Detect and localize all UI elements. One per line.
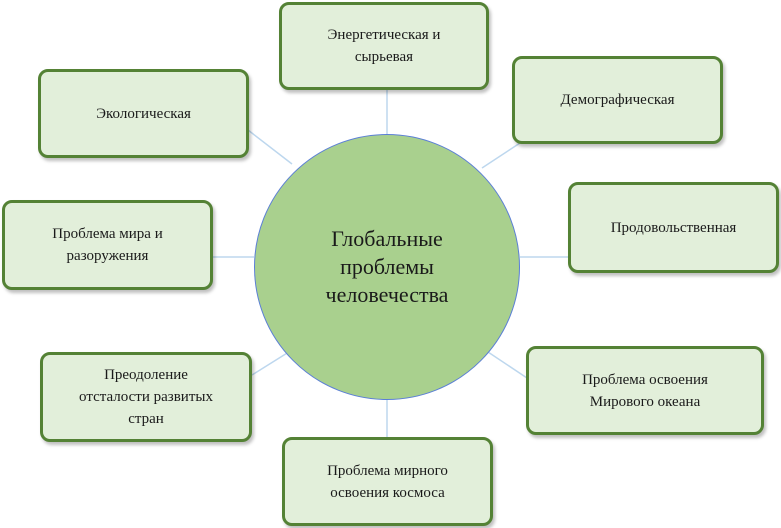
node-peace-label: Проблема мира и разоружения	[52, 226, 163, 264]
node-space: Проблема мирного освоения космоса	[282, 437, 493, 526]
node-food-label: Продовольственная	[610, 219, 737, 236]
connector-ocean	[481, 347, 531, 381]
connector-backwardness	[251, 349, 293, 376]
node-space-label: Проблема мирного освоения космоса	[327, 462, 448, 501]
node-ecological: Экологическая	[38, 69, 249, 158]
node-demographic: Демографическая	[512, 56, 723, 144]
node-energy: Энергетическая и сырьевая	[279, 2, 489, 90]
node-food: Продовольственная	[568, 182, 779, 273]
node-backwardness-label: Преодоление отсталости развитых стран	[79, 367, 213, 427]
center-topic: Глобальные проблемы человечества	[254, 134, 520, 400]
node-backwardness: Преодоление отсталости развитых стран	[40, 352, 252, 442]
node-ocean: Проблема освоения Мирового океана	[526, 346, 764, 435]
node-energy-label: Энергетическая и сырьевая	[327, 27, 441, 65]
connector-demographic	[481, 142, 521, 169]
node-peace: Проблема мира и разоружения	[2, 200, 213, 290]
connector-ecological	[247, 129, 293, 165]
node-demographic-label: Демографическая	[560, 92, 675, 108]
node-ecological-label: Экологическая	[96, 105, 191, 122]
center-label: Глобальные проблемы человечества	[325, 226, 449, 307]
node-ocean-label: Проблема освоения Мирового океана	[582, 371, 708, 410]
